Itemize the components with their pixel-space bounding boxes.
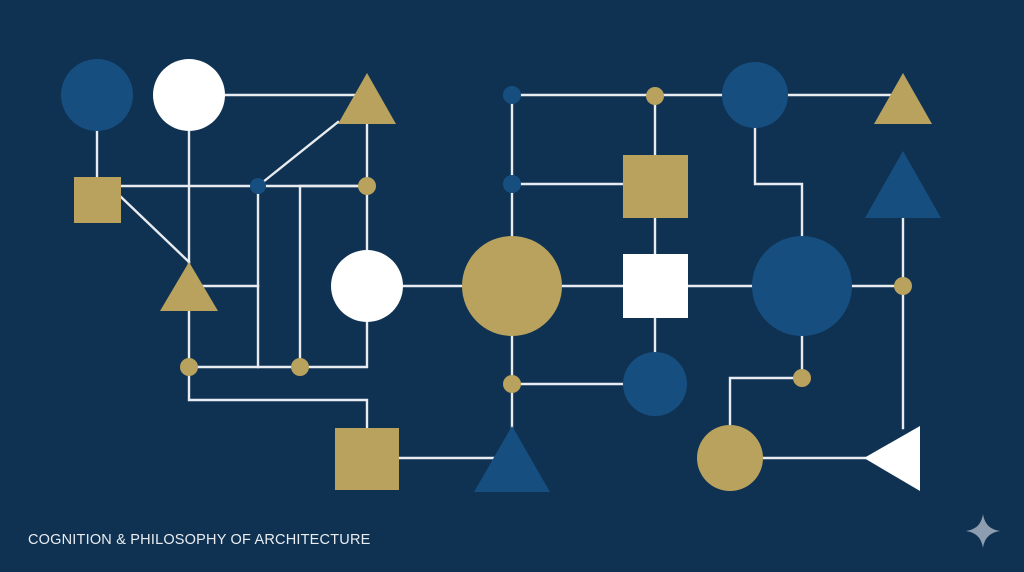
gold-square-node — [623, 155, 688, 218]
page-caption: COGNITION & PHILOSOPHY OF ARCHITECTURE — [28, 532, 371, 548]
gold-square-node — [74, 177, 121, 223]
blue-triangle-node — [865, 151, 941, 218]
connector-line — [256, 120, 340, 188]
gold-triangle-node — [160, 262, 218, 311]
white-triangle-node — [864, 426, 920, 491]
blue-circle-node — [61, 59, 133, 131]
connector-line — [187, 365, 369, 430]
white-circle-node — [331, 250, 403, 322]
blue-junction-dot — [503, 86, 521, 104]
white-square-node — [623, 254, 688, 318]
blue-triangle-node — [474, 426, 550, 492]
blue-junction-dot — [503, 175, 521, 193]
connector-line — [753, 93, 804, 288]
gold-junction-dot — [646, 87, 664, 105]
gold-junction-dot — [291, 358, 309, 376]
gold-triangle-node — [874, 73, 932, 124]
blue-circle-node — [752, 236, 852, 336]
gold-junction-dot — [793, 369, 811, 387]
white-circle-node — [153, 59, 225, 131]
gold-circle-node — [697, 425, 763, 491]
gold-junction-dot — [894, 277, 912, 295]
blue-circle-node — [722, 62, 788, 128]
gold-circle-node — [462, 236, 562, 336]
gold-junction-dot — [180, 358, 198, 376]
diagram-nodes — [61, 59, 941, 492]
connector-line — [298, 184, 369, 369]
blue-circle-node — [623, 352, 687, 416]
gold-triangle-node — [338, 73, 396, 124]
blue-junction-dot — [250, 178, 266, 194]
gold-junction-dot — [358, 177, 376, 195]
gold-square-node — [335, 428, 399, 490]
connector-line — [118, 194, 191, 264]
connector-line — [187, 120, 369, 369]
sparkle-icon — [966, 514, 1000, 548]
gold-junction-dot — [503, 375, 521, 393]
